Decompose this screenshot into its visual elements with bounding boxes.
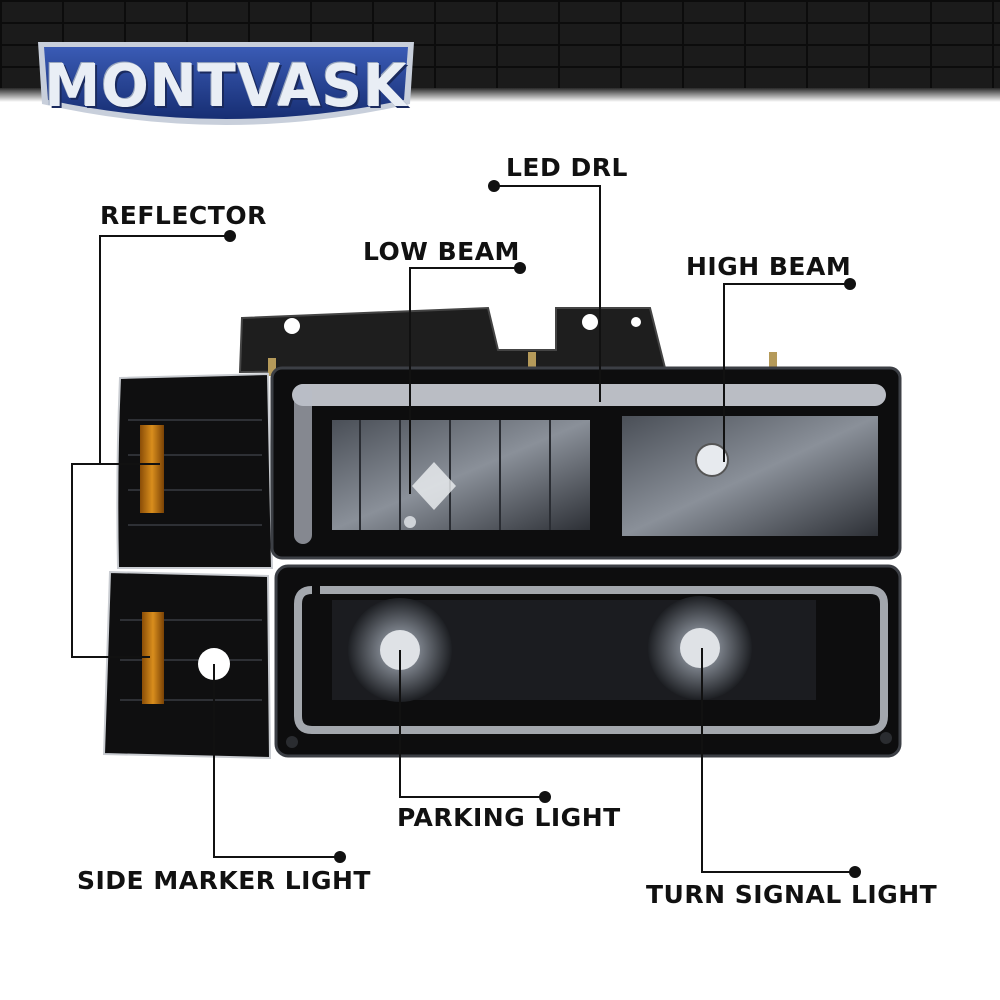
high-beam-lens bbox=[622, 416, 878, 536]
amber-reflector-upper bbox=[140, 425, 164, 513]
leader-high-beam bbox=[723, 283, 850, 462]
parking-drl-strip bbox=[294, 586, 888, 734]
dot-side-marker bbox=[334, 851, 346, 863]
mounting-bracket bbox=[238, 306, 667, 374]
dot-reflector bbox=[224, 230, 236, 242]
bolt bbox=[769, 352, 777, 370]
brand-name: MONTVASK bbox=[44, 52, 408, 121]
label-led-drl: LED DRL bbox=[506, 153, 628, 182]
bracket-hole bbox=[582, 314, 598, 330]
turn-signal-bulb bbox=[680, 628, 720, 668]
label-high-beam: HIGH BEAM bbox=[686, 252, 852, 281]
amber-reflector-lower bbox=[142, 612, 164, 704]
leader-parking bbox=[399, 650, 545, 798]
leader-dots bbox=[224, 180, 861, 878]
leader-reflector-branch bbox=[71, 463, 150, 658]
leader-lines bbox=[71, 185, 855, 873]
adjuster-screw bbox=[404, 516, 416, 528]
dot-turn-signal bbox=[849, 866, 861, 878]
leader-side-marker bbox=[213, 664, 340, 858]
mount-hole bbox=[880, 732, 892, 744]
lower-corner-light bbox=[102, 570, 272, 760]
leader-low-beam bbox=[409, 267, 520, 494]
logo-badge bbox=[38, 42, 414, 125]
leader-led-drl bbox=[494, 185, 601, 402]
led-drl-left bbox=[294, 384, 312, 544]
dot-low-beam bbox=[514, 262, 526, 274]
label-turn-signal-light: TURN SIGNAL LIGHT bbox=[646, 880, 938, 909]
label-side-marker-light: SIDE MARKER LIGHT bbox=[77, 866, 371, 895]
label-parking-light: PARKING LIGHT bbox=[397, 803, 621, 832]
bolt bbox=[528, 352, 536, 370]
dot-led-drl bbox=[488, 180, 500, 192]
high-beam-bulb bbox=[695, 443, 729, 477]
label-reflector: REFLECTOR bbox=[100, 201, 267, 230]
dot-high-beam bbox=[844, 278, 856, 290]
lens-ribs bbox=[359, 420, 551, 530]
upper-corner-light bbox=[116, 372, 274, 569]
led-drl-bar bbox=[292, 384, 886, 406]
low-beam-lens bbox=[332, 420, 590, 530]
mount-hole bbox=[286, 736, 298, 748]
dot-parking bbox=[539, 791, 551, 803]
leader-reflector bbox=[99, 235, 230, 465]
label-low-beam: LOW BEAM bbox=[363, 237, 520, 266]
leader-turn-signal bbox=[701, 648, 855, 873]
bracket-hole bbox=[631, 317, 641, 327]
low-beam-reflector-diamond bbox=[412, 462, 456, 510]
brand-logo: MONTVASK bbox=[32, 34, 420, 136]
bracket-hole bbox=[284, 318, 300, 334]
bolt bbox=[268, 358, 276, 376]
